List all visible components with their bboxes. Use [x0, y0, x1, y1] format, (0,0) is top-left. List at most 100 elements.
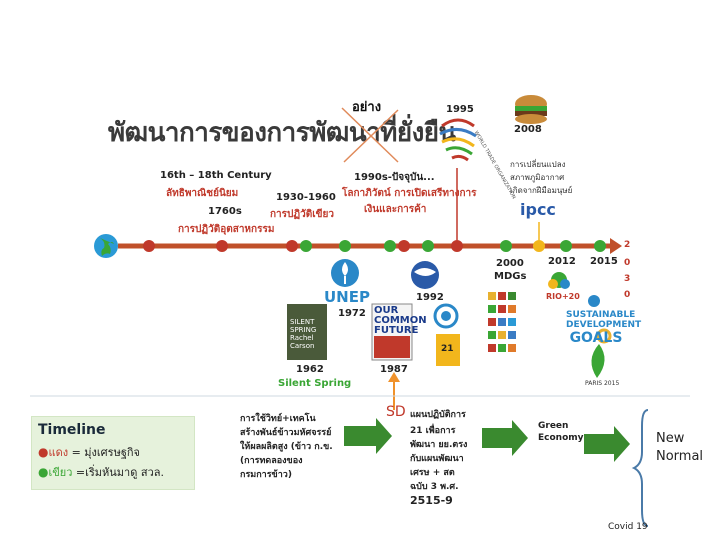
ipcc-logo: ipcc	[520, 200, 556, 219]
flow-line: สร้างพันธ์ข้าวมหัศจรรย์	[240, 428, 332, 438]
dot-green-7	[594, 240, 606, 252]
flow-line: 2515-9	[410, 494, 453, 507]
event-1995-years: 1995	[446, 104, 474, 115]
climate-logo	[433, 303, 459, 329]
event-1930-years: 1930-1960	[276, 192, 336, 203]
sdg-logo-text: SUSTAINABLE DEVELOPMENT GOALS	[566, 310, 642, 346]
page-title: พัฒนาการของการพัฒนาที่ยั่งยืน	[108, 118, 456, 148]
silent-spring-book	[287, 304, 327, 360]
flow-arrow-3	[584, 426, 630, 462]
legend-green-row: ●เขียว =เริ่มหันมาดู สวล.	[38, 463, 164, 481]
dot-red-2	[216, 240, 228, 252]
dot-green-1	[300, 240, 312, 252]
end-year-digit: 3	[624, 274, 631, 284]
timeline-arrowhead	[610, 238, 622, 254]
event-2000-label: MDGs	[494, 271, 527, 282]
flow-line: กับแผนพัฒนา	[410, 454, 464, 464]
sdg-logo	[588, 295, 612, 344]
timeline-dots	[143, 240, 606, 252]
flow-box-2-first: แผนปฏิบัติการ	[410, 410, 466, 420]
orange-arrow-head	[388, 372, 400, 382]
book-line: Carson	[290, 342, 315, 350]
burger-earth-icon	[515, 95, 547, 124]
dot-yellow	[533, 240, 545, 252]
agenda21-book	[436, 334, 460, 366]
event-1760-years: 1760s	[208, 206, 242, 217]
earth-summit-logo	[411, 261, 439, 289]
event-2008-line2: สภาพภูมิอากาศ	[510, 173, 565, 182]
flow-box-1: การใช้วิทย์+เทคโน สร้างพันธ์ข้าวมหัศจรรย…	[240, 412, 344, 482]
book-line: SPRING	[290, 326, 317, 334]
covid-label: Covid 19	[608, 522, 648, 532]
sdg-line: DEVELOPMENT	[566, 320, 642, 330]
flow-line: ฉบับ 3 พ.ศ.	[410, 482, 459, 492]
rio20-logo-text: RIO+20	[546, 292, 580, 301]
dot-green-3	[384, 240, 396, 252]
event-1987-years: 1987	[380, 364, 408, 375]
strike-mark	[341, 107, 399, 163]
event-2008-line3: เกิดจากฝีมือมนุษย์	[510, 186, 573, 195]
dot-green-5	[500, 240, 512, 252]
event-1990-label-2: เงินและการค้า	[364, 204, 427, 215]
book-line: Rachel	[290, 334, 314, 342]
book-line: FUTURE	[374, 325, 419, 336]
agenda21-badge: 21	[441, 344, 454, 354]
flow-line: ให้ผลผลิตสูง (ข้าว ก.ข.	[240, 442, 333, 452]
flow-line: กรมการข้าว)	[240, 470, 292, 480]
event-1972-years: 1972	[338, 308, 366, 319]
legend-green-text: =เริ่มหันมาดู สวล.	[72, 466, 164, 479]
flow-line: New	[656, 431, 685, 446]
dot-green-4	[422, 240, 434, 252]
end-year-digit: 0	[624, 290, 631, 300]
flow-arrow-1	[344, 418, 392, 454]
event-16c-label: ลัทธิพาณิชย์นิยม	[166, 188, 239, 199]
flow-box-2: 21 เพื่อการ พัฒนา ยย.ตรง กับแผนพัฒนา เศร…	[410, 424, 484, 508]
wto-logo	[439, 118, 477, 162]
green-bullet-icon: ●	[38, 465, 49, 479]
curly-brace	[631, 409, 649, 527]
flow-line: เศรษ + สต	[410, 468, 455, 478]
red-bullet-icon: ●	[38, 445, 49, 459]
unep-logo	[331, 259, 359, 287]
legend-box	[31, 416, 195, 490]
sd-label: SD	[386, 404, 406, 420]
mdg-icons	[488, 292, 516, 352]
paris-leaf-icon	[591, 344, 605, 378]
dot-red-5	[451, 240, 463, 252]
legend-title: Timeline	[38, 422, 106, 438]
unep-logo-text: UNEP	[324, 288, 370, 306]
flow-line: 21 เพื่อการ	[410, 426, 456, 436]
flow-line: Normal	[656, 449, 704, 464]
event-1760-label: การปฏิวัติอุตสาหกรรม	[178, 224, 275, 235]
event-2000-years: 2000	[496, 258, 524, 269]
silent-spring-caption: Silent Spring	[278, 378, 352, 389]
legend-red-word: แดง	[48, 446, 69, 459]
legend-red-row: ●แดง = มุ่งเศรษฐกิจ	[38, 443, 140, 461]
event-2008-years: 2008	[514, 124, 542, 135]
rio20-logo	[548, 272, 570, 289]
event-1992-years: 1992	[416, 292, 444, 303]
flow-line: Green	[538, 421, 569, 431]
event-2015-years: 2015	[590, 256, 618, 267]
book-line: OUR	[374, 305, 399, 316]
end-year-digit: 2	[624, 240, 631, 250]
legend-red-text: = มุ่งเศรษฐกิจ	[68, 446, 141, 459]
flow-line: พัฒนา ยย.ตรง	[410, 440, 468, 450]
dot-red-3	[286, 240, 298, 252]
dot-red-1	[143, 240, 155, 252]
dot-green-6	[560, 240, 572, 252]
flow-line: (การทดลองของ	[240, 456, 303, 466]
silent-spring-title: SILENT SPRING Rachel Carson	[290, 318, 316, 350]
sdg-line: SUSTAINABLE	[566, 310, 636, 320]
flow-box-4: New Normal	[656, 430, 703, 466]
flow-box-3: Green Economy	[538, 420, 584, 444]
flow-line: การใช้วิทย์+เทคโน	[240, 414, 316, 424]
paris-label: PARIS 2015	[585, 380, 620, 387]
insert-word: อย่าง	[352, 100, 382, 115]
legend-green-word: เขียว	[48, 466, 73, 479]
event-1990-label-1: โลกาภิวัตน์ การเปิดเสรีทางการ	[342, 188, 477, 199]
event-1930-label: การปฏิวัติเขียว	[270, 209, 334, 220]
event-1990-years: 1990s-ปัจจุบัน...	[354, 172, 435, 183]
end-year-digit: 0	[624, 258, 631, 268]
